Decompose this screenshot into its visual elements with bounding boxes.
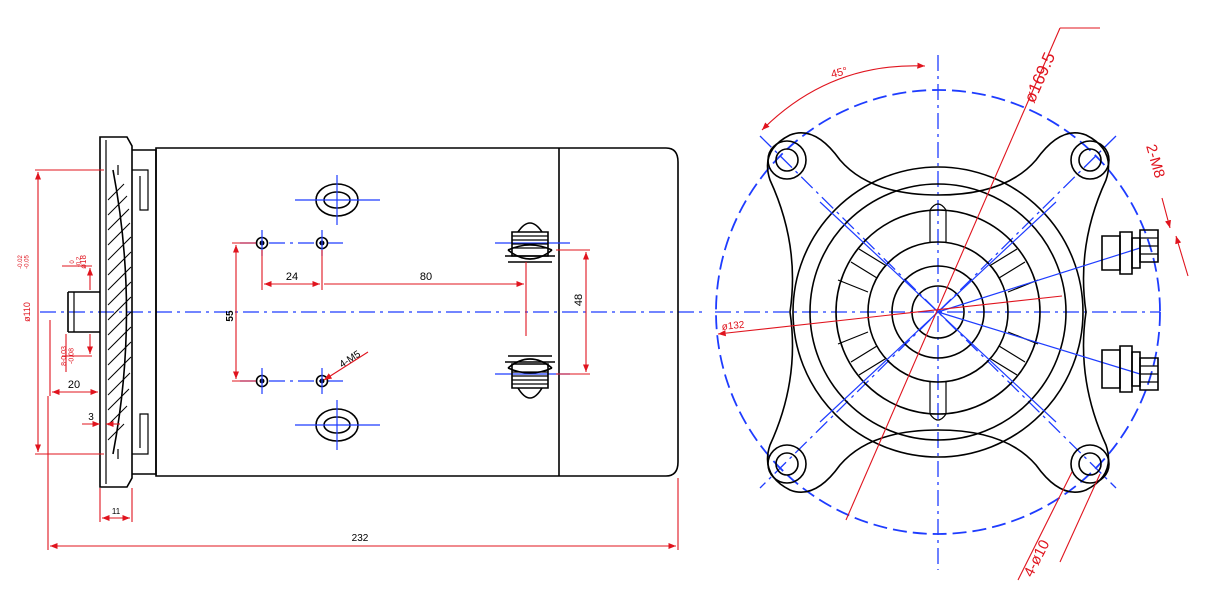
mount-hole-br xyxy=(1070,444,1110,484)
diag-1 xyxy=(759,135,1117,489)
bolt-circle xyxy=(715,89,1161,535)
dim-arc-45 xyxy=(761,62,926,131)
dim-mount-holes: 4-ø10 xyxy=(1020,537,1053,580)
dim-shaft-dia: ø18 xyxy=(79,255,88,269)
dim-bolt-circle: ø169.5 xyxy=(1020,50,1059,106)
shaft xyxy=(67,291,100,333)
dim-line-bolt-circle xyxy=(845,27,1061,521)
dim-spigot-dia: ø132 xyxy=(721,320,745,333)
dim-shaft-len: 20 xyxy=(68,379,80,391)
dim-terminal-dist: 80 xyxy=(420,271,432,283)
construction-line-4 xyxy=(937,311,1141,375)
dim-flange-tol: -0.02-0.05 xyxy=(18,255,31,269)
motor-body xyxy=(155,147,679,477)
ring-2 xyxy=(809,183,1067,441)
m5-holes xyxy=(240,230,345,394)
hatching xyxy=(107,183,132,441)
terminal-stud-top xyxy=(1101,229,1159,275)
dim-overall-len: 232 xyxy=(352,533,369,544)
mount-hole-tr xyxy=(1070,140,1110,180)
spokes xyxy=(837,203,1039,421)
flange-outline xyxy=(766,131,1110,494)
dim-flange-dia: ø110 xyxy=(22,302,32,322)
dim-shaft-tol: 0-0.2 xyxy=(70,256,83,267)
terminal-bottom xyxy=(495,355,570,399)
dim-terminals: 2-M8 xyxy=(1142,142,1168,180)
terminal-top xyxy=(495,222,570,263)
ring-5 xyxy=(891,265,985,359)
construction-line-3 xyxy=(937,247,1141,313)
ring-4 xyxy=(867,241,1009,383)
ring-outer xyxy=(792,166,1084,458)
dim-line-spigot xyxy=(717,295,1063,337)
dim-angle: 45° xyxy=(830,65,849,81)
dim-hole-pitch-y: 55 xyxy=(225,310,236,322)
dim-flange-thick: 3 xyxy=(88,412,94,423)
collar-steps xyxy=(132,169,149,455)
diag-2 xyxy=(759,135,1117,489)
dim-terminal-pitch: 48 xyxy=(573,294,585,306)
mount-hole-tl xyxy=(767,140,807,180)
dim-shaft-spline: 8-0.03-0.08 xyxy=(61,346,76,366)
dim-hole-pitch-x: 24 xyxy=(286,271,298,283)
side-view: ø110 -0.02-0.05 ø18 0-0.2 8-0.03-0.08 20… xyxy=(18,136,705,550)
oval-port-bottom xyxy=(295,400,380,450)
flange-plate xyxy=(99,136,133,488)
mount-hole-bl xyxy=(767,444,807,484)
dim-line-mount-holes xyxy=(1017,471,1073,581)
dim-thread-holes: 4-M5 xyxy=(338,349,363,371)
oval-port-top xyxy=(295,175,380,225)
end-view: ø169.5 45° ø132 2-M8 4-ø10 xyxy=(715,27,1189,581)
ring-hub xyxy=(911,285,965,339)
dim-flange-width: 11 xyxy=(112,507,121,516)
ring-3 xyxy=(835,209,1041,415)
spigot-curve xyxy=(112,169,128,455)
terminal-stud-bottom xyxy=(1101,345,1159,393)
